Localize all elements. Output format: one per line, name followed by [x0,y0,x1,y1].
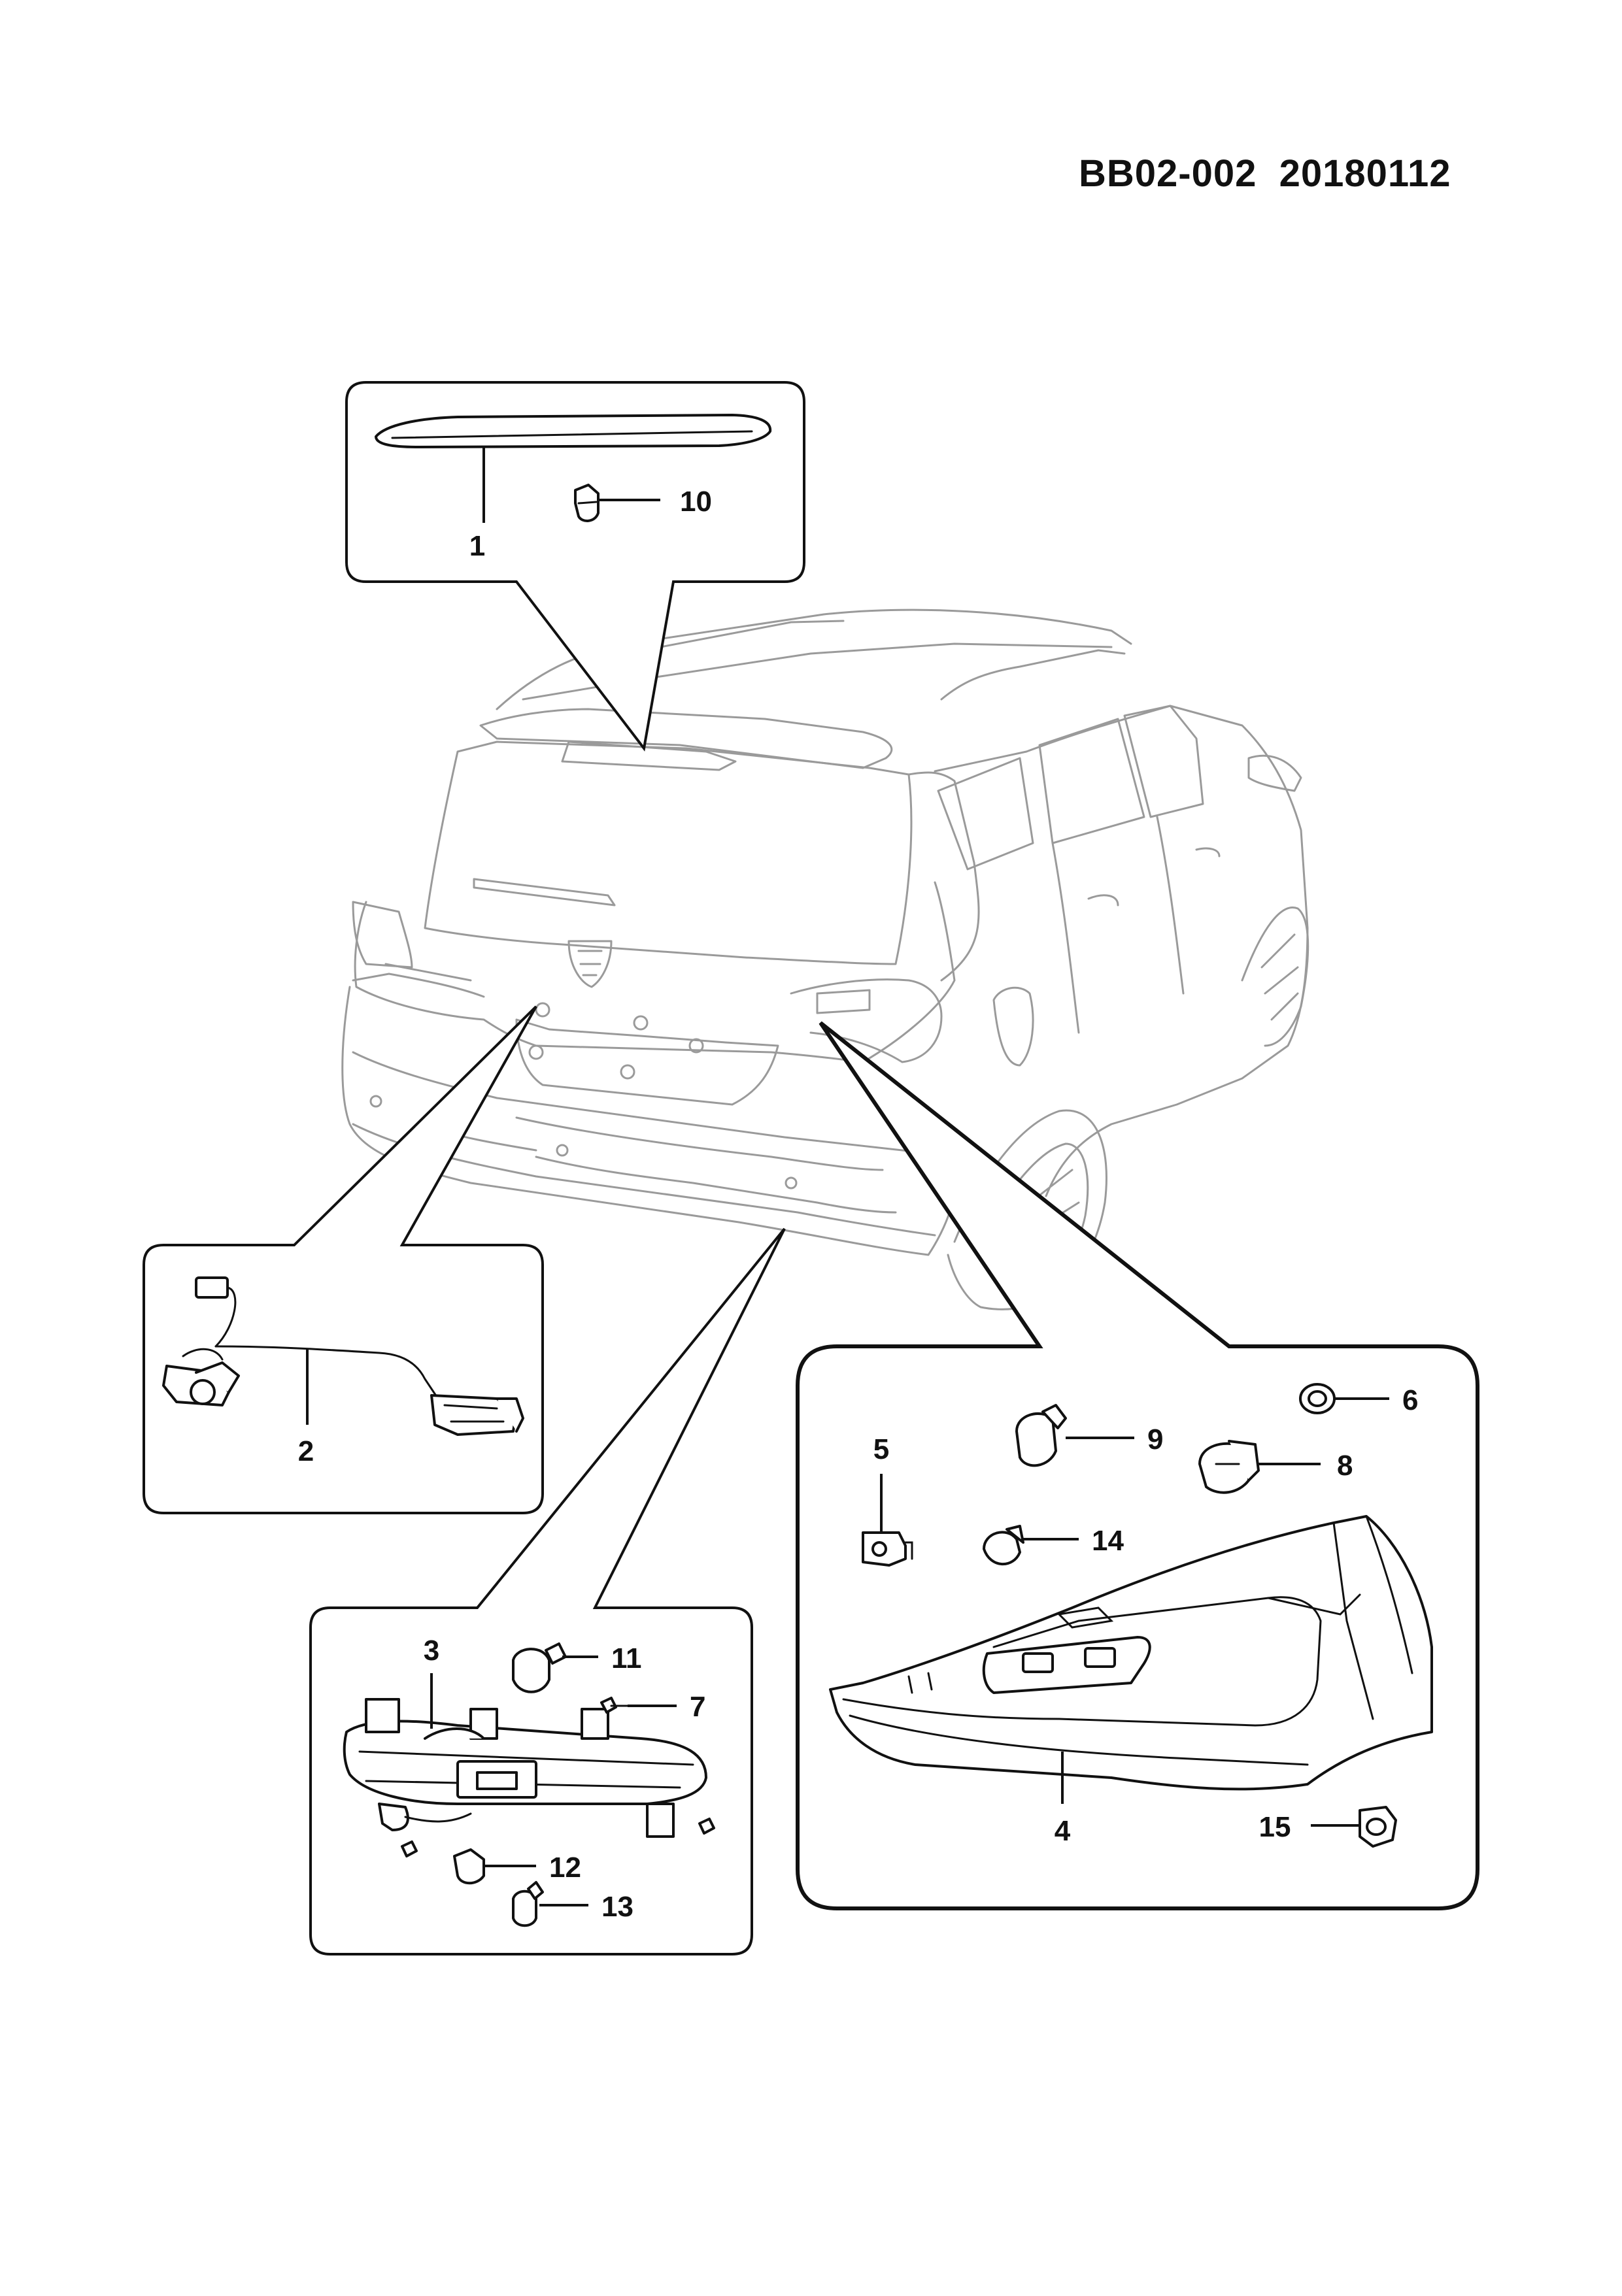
callout-7-label: 7 [690,1691,705,1723]
callout-13-label: 13 [601,1891,634,1923]
diagram-date: 20180112 [1279,152,1451,195]
license-lamp-harness-icon [162,1276,524,1436]
callout-10-label: 10 [680,486,712,518]
nut-15-icon [1359,1806,1397,1848]
callout-15-label: 15 [1259,1811,1291,1843]
callout-frame-left [143,1005,544,1514]
callout-8-label: 8 [1337,1450,1353,1482]
bulb-12-icon [453,1848,485,1885]
bulb-14-icon [983,1525,1024,1566]
diagram-code: BB02-002 20180112 [1079,152,1451,195]
callout-frame-top [345,381,805,752]
callout-2-label: 2 [298,1435,314,1467]
diagram-code-prefix: BB02-002 [1079,152,1257,195]
tail-lamp-assembly-icon [829,1515,1433,1791]
callout-14-label: 14 [1092,1525,1124,1557]
bulb-8-icon [1198,1440,1260,1494]
callout-5-label: 5 [873,1433,889,1465]
callout-9-label: 9 [1147,1423,1163,1456]
bulb-9-icon [1015,1404,1067,1467]
grommet-5-icon [862,1531,913,1567]
vehicle-rear-view-icon [341,608,1309,1310]
callout-12-label: 12 [549,1852,581,1884]
callout-4-label: 4 [1055,1815,1071,1847]
callout-11-label: 11 [611,1642,642,1674]
screw-7-icon [600,1697,629,1714]
callout-3-label: 3 [424,1635,439,1667]
callout-6-label: 6 [1402,1384,1418,1416]
grommet-6-icon [1299,1383,1336,1414]
high-mount-stop-lamp-icon [375,414,772,448]
rear-bumper-lamp-icon [343,1698,707,1838]
screw-icon [401,1818,715,1857]
bulb-11-icon [512,1642,567,1693]
bulb-13-icon [512,1881,544,1927]
bulb-10-icon [574,484,600,522]
callout-1-label: 1 [469,530,485,562]
